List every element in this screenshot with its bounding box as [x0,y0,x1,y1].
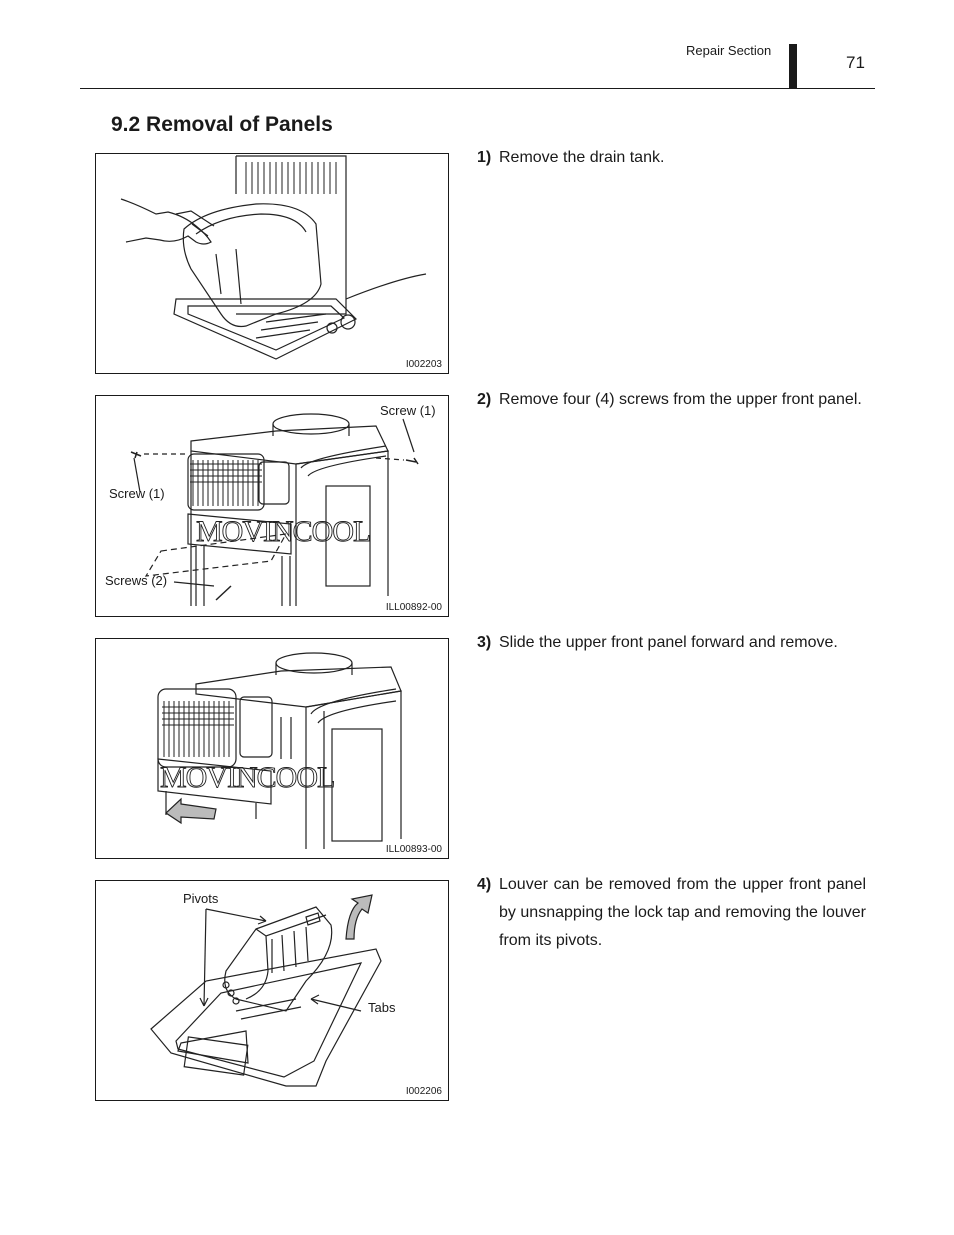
header-rule [80,88,875,89]
drain-tank-illustration [120,155,427,360]
step-4: 4) Louver can be removed from the upper … [477,871,866,955]
step-number: 1) [477,149,492,166]
remove-screws-illustration: MOVINCOOL [130,413,419,606]
figure-slide-panel: MOVINCOOL ILL00893-00 [95,638,449,859]
step-text: Slide the upper front panel forward and … [499,634,838,651]
brand-logo: MOVINCOOL [160,761,334,794]
step-text: Louver can be removed from the upper fro… [499,876,866,949]
pivots-label: Pivots [183,891,219,906]
brand-logo: MOVINCOOL [196,515,370,548]
header-section-label: Repair Section [686,43,772,58]
figure-code: ILL00892-00 [385,602,442,613]
screw-label-left: Screw (1) [109,486,165,501]
step-3: 3) Slide the upper front panel forward a… [477,629,866,657]
screw-label-top: Screw (1) [380,403,436,418]
louver-illustration [150,894,382,1087]
figure-code: ILL00893-00 [385,844,442,855]
step-text: Remove the drain tank. [499,149,665,166]
step-2: 2) Remove four (4) screws from the upper… [477,386,866,414]
figure-code: I002206 [405,1086,442,1097]
page-number: 71 [846,53,865,72]
figure-code: I002203 [405,359,442,370]
header-divider-bar [789,44,797,88]
figure-remove-screws: MOVINCOOL Screw (1) Screw (1) Screws (2)… [95,395,449,617]
tabs-label: Tabs [368,1000,396,1015]
step-1: 1) Remove the drain tank. [477,144,866,172]
slide-panel-illustration: MOVINCOOL [157,652,402,849]
step-number: 2) [477,391,492,408]
step-text: Remove four (4) screws from the upper fr… [499,391,862,408]
figure-louver: Pivots Tabs I002206 [95,880,449,1101]
step-number: 4) [477,876,492,893]
step-number: 3) [477,634,492,651]
figure-drain-tank: I002203 [95,153,449,374]
screws-label-bottom: Screws (2) [105,573,168,588]
section-title: 9.2 Removal of Panels [111,113,333,136]
